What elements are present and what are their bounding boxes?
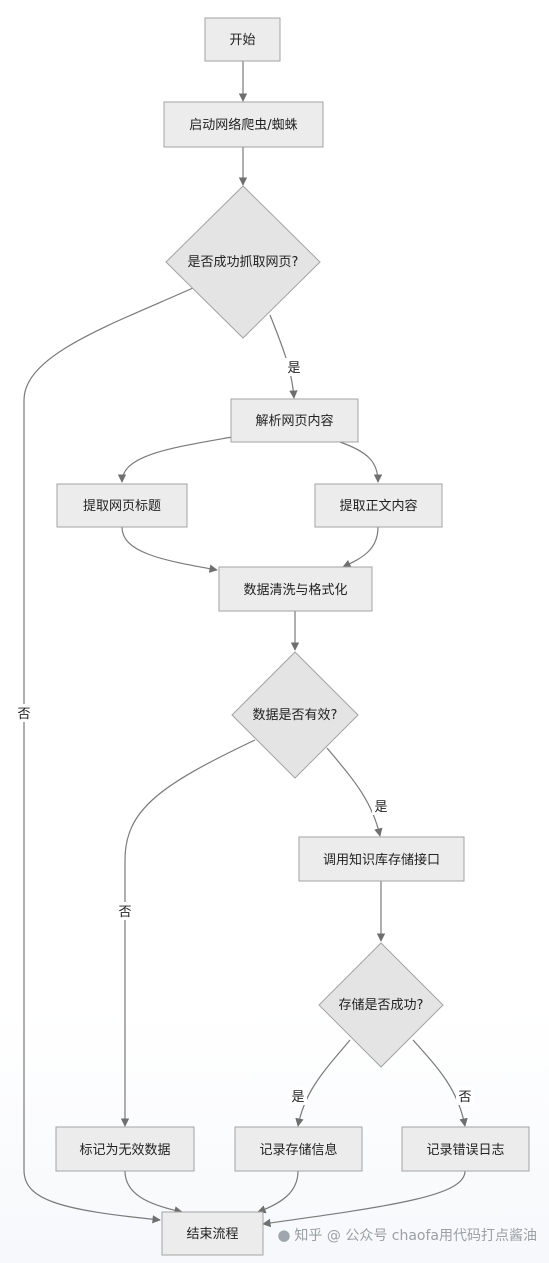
svg-text:否: 否 [118, 905, 131, 920]
node-call-kb-api: 调用知识库存储接口 [298, 836, 465, 882]
edge-valid-no [120, 739, 256, 1127]
node-extract-title: 提取网页标题 [56, 483, 188, 528]
label-store-yes: 是 [289, 1087, 307, 1105]
svg-text:启动网络爬虫/蜘蛛: 启动网络爬虫/蜘蛛 [189, 117, 297, 133]
svg-text:记录错误日志: 记录错误日志 [426, 1143, 504, 1158]
node-extract-body: 提取正文内容 [314, 483, 443, 528]
svg-text:记录存储信息: 记录存储信息 [259, 1142, 337, 1158]
svg-text:调用知识库存储接口: 调用知识库存储接口 [323, 852, 440, 868]
label-fetch-yes: 是 [285, 358, 303, 376]
label-store-no: 否 [456, 1087, 474, 1105]
wechat-icon: ● [277, 1226, 291, 1244]
edge-parse-body [339, 441, 383, 483]
svg-text:提取正文内容: 提取正文内容 [339, 498, 417, 514]
node-launch-crawler: 启动网络爬虫/蜘蛛 [163, 101, 324, 148]
edge-parse-title [117, 436, 233, 483]
edge-body-clean [342, 526, 379, 568]
edge-invalid-end [124, 1170, 183, 1215]
node-log-error: 记录错误日志 [401, 1126, 530, 1172]
node-mark-invalid: 标记为无效数据 [55, 1126, 195, 1172]
node-start: 开始 [204, 17, 281, 62]
svg-text:是否成功抓取网页?: 是否成功抓取网页? [188, 255, 299, 270]
svg-text:否: 否 [458, 1090, 471, 1105]
svg-text:开始: 开始 [229, 33, 255, 48]
edge-title-clean [121, 526, 218, 573]
watermark: ● 知乎 @ 公众号 chaofa用代码打点酱油 [277, 1225, 537, 1245]
svg-text:否: 否 [17, 707, 30, 722]
node-log-store-info: 记录存储信息 [234, 1126, 363, 1172]
node-clean-format: 数据清洗与格式化 [218, 566, 373, 612]
node-valid-decision: 数据是否有效? [231, 651, 359, 779]
node-parse-page: 解析网页内容 [230, 398, 359, 443]
edge-fetch-yes [269, 314, 298, 399]
svg-text:解析网页内容: 解析网页内容 [255, 413, 333, 429]
label-valid-no: 否 [116, 902, 134, 920]
svg-text:是: 是 [287, 361, 300, 376]
svg-text:提取网页标题: 提取网页标题 [83, 498, 161, 514]
svg-text:存储是否成功?: 存储是否成功? [339, 998, 424, 1013]
edge-store-no [412, 1039, 468, 1127]
edge-error-end [262, 1170, 466, 1228]
node-fetch-decision: 是否成功抓取网页? [165, 185, 321, 339]
label-valid-yes: 是 [372, 797, 390, 815]
edge-valid-yes [326, 747, 383, 837]
watermark-text: 知乎 @ 公众号 chaofa用代码打点酱油 [294, 1228, 537, 1244]
svg-text:结束流程: 结束流程 [186, 1227, 238, 1242]
svg-text:是: 是 [291, 1090, 304, 1105]
node-store-decision: 存储是否成功? [318, 942, 444, 1068]
edge-storeinfo-end [257, 1170, 299, 1214]
label-fetch-no: 否 [15, 704, 33, 722]
svg-text:数据是否有效?: 数据是否有效? [253, 708, 338, 723]
node-end-flow: 结束流程 [161, 1211, 264, 1256]
svg-text:标记为无效数据: 标记为无效数据 [79, 1143, 170, 1158]
svg-text:数据清洗与格式化: 数据清洗与格式化 [243, 582, 347, 598]
edge-store-yes [295, 1039, 351, 1127]
svg-text:是: 是 [374, 800, 387, 815]
edge-fetch-no [23, 287, 194, 1224]
